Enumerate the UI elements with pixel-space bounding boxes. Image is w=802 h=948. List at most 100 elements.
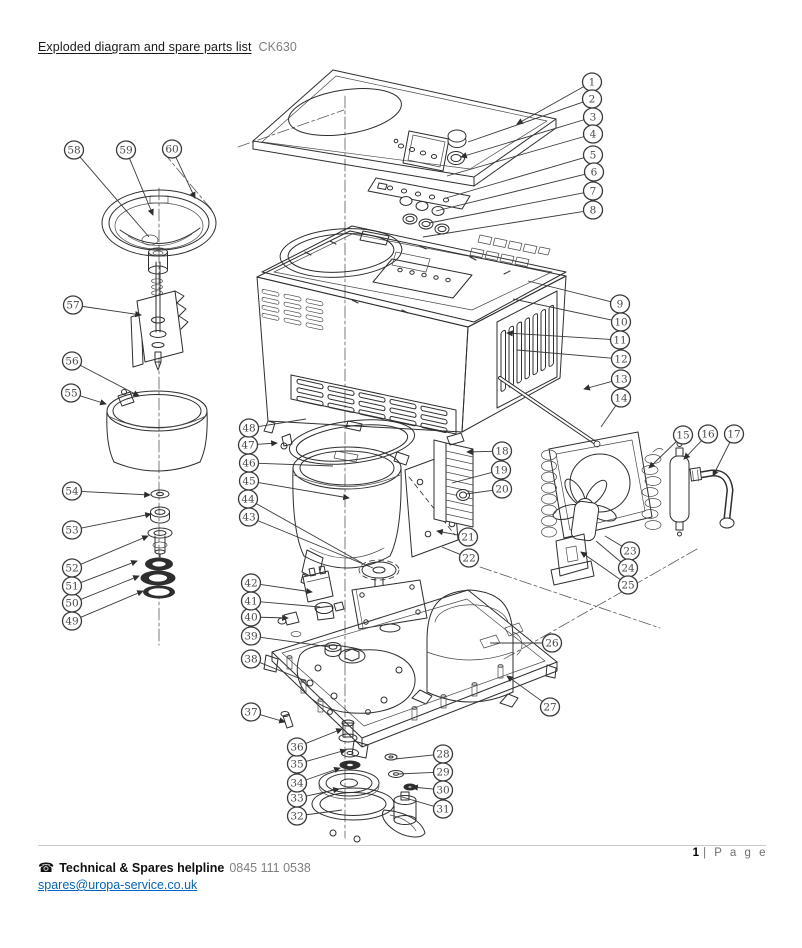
page-number: 1| P a g e — [693, 847, 768, 859]
svg-text:35: 35 — [290, 759, 303, 771]
callout-18: 18 — [466, 441, 513, 461]
page-number-value: 1 — [692, 847, 700, 859]
svg-text:56: 56 — [65, 356, 79, 368]
paddle-drawing — [130, 247, 189, 371]
page-title: Exploded diagram and spare parts list — [38, 40, 252, 54]
callout-47: 47 — [237, 435, 278, 455]
callout-53: 53 — [61, 512, 152, 540]
svg-text:31: 31 — [436, 804, 449, 816]
svg-text:19: 19 — [494, 465, 507, 477]
svg-text:13: 13 — [614, 374, 627, 386]
helpline-number: 0845 111 0538 — [229, 861, 311, 875]
svg-text:59: 59 — [119, 145, 132, 157]
clamp-ring-drawing — [280, 419, 416, 465]
callout-8: 8 — [422, 200, 604, 238]
svg-text:29: 29 — [436, 767, 449, 779]
gearbox-drawing — [351, 579, 428, 633]
callout-24: 24 — [595, 540, 639, 578]
svg-text:1: 1 — [589, 77, 596, 89]
svg-text:12: 12 — [614, 354, 627, 366]
callout-20: 20 — [465, 479, 513, 499]
svg-text:11: 11 — [613, 335, 626, 347]
bottom-parts-drawing — [280, 711, 426, 843]
svg-text:21: 21 — [461, 532, 474, 544]
callout-43: 43 — [238, 507, 374, 569]
svg-text:44: 44 — [241, 494, 255, 506]
page-number-suffix: | P a g e — [703, 847, 768, 859]
callout-32: 32 — [286, 806, 343, 826]
tie-rod-drawing — [498, 376, 601, 448]
svg-text:41: 41 — [244, 596, 257, 608]
callout-49: 49 — [61, 590, 144, 631]
top-frame-drawing — [261, 225, 567, 323]
callout-22: 22 — [441, 546, 480, 568]
svg-text:55: 55 — [64, 388, 77, 400]
small-fittings-drawing — [277, 565, 345, 657]
callout-3: 3 — [460, 107, 604, 159]
buttons-drawing — [399, 196, 450, 235]
svg-text:17: 17 — [727, 429, 740, 441]
callout-37: 37 — [240, 702, 286, 724]
svg-text:46: 46 — [242, 458, 256, 470]
callout-48: 48 — [238, 418, 307, 438]
callout-5: 5 — [445, 145, 604, 199]
callout-39: 39 — [240, 626, 331, 648]
svg-text:33: 33 — [290, 793, 303, 805]
svg-text:30: 30 — [436, 785, 449, 797]
svg-text:51: 51 — [65, 581, 78, 593]
callout-2: 2 — [467, 89, 603, 143]
product-code: CK630 — [258, 40, 297, 54]
callout-57: 57 — [62, 295, 142, 318]
callout-40: 40 — [240, 607, 289, 627]
callout-4: 4 — [446, 124, 604, 177]
svg-text:18: 18 — [495, 446, 508, 458]
callout-7: 7 — [428, 181, 604, 224]
callout-14: 14 — [600, 388, 632, 428]
callout-6: 6 — [435, 162, 605, 212]
callout-44: 44 — [237, 489, 363, 564]
svg-text:22: 22 — [462, 553, 475, 565]
base-tray-drawing — [263, 589, 558, 759]
bucket-drawing — [106, 389, 208, 472]
svg-text:6: 6 — [591, 167, 598, 179]
svg-text:28: 28 — [436, 749, 449, 761]
svg-text:8: 8 — [590, 205, 597, 217]
callout-16: 16 — [683, 424, 719, 460]
callout-27: 27 — [506, 675, 561, 717]
svg-text:16: 16 — [701, 429, 715, 441]
svg-text:32: 32 — [290, 811, 303, 823]
freezing-bowl-drawing — [292, 446, 410, 589]
svg-text:24: 24 — [621, 563, 635, 575]
callout-52: 52 — [61, 535, 149, 578]
callout-31: 31 — [401, 796, 454, 819]
callout-60: 60 — [161, 139, 196, 199]
callout-36: 36 — [286, 728, 343, 757]
svg-text:50: 50 — [65, 598, 78, 610]
svg-text:37: 37 — [244, 707, 257, 719]
svg-text:48: 48 — [242, 423, 255, 435]
callout-55: 55 — [60, 383, 107, 406]
callout-9: 9 — [527, 280, 631, 314]
svg-text:39: 39 — [244, 631, 257, 643]
svg-text:42: 42 — [244, 578, 257, 590]
svg-text:5: 5 — [590, 150, 597, 162]
callout-11: 11 — [506, 330, 631, 350]
callout-12: 12 — [516, 349, 632, 369]
callout-41: 41 — [240, 591, 321, 611]
svg-text:45: 45 — [242, 476, 255, 488]
svg-text:54: 54 — [65, 486, 79, 498]
svg-text:7: 7 — [590, 186, 597, 198]
callout-17: 17 — [712, 424, 745, 477]
control-overlay-drawing — [367, 177, 471, 210]
telephone-icon: ☎ — [38, 861, 55, 876]
svg-text:26: 26 — [545, 638, 559, 650]
callout-28: 28 — [394, 744, 454, 764]
callout-56: 56 — [61, 351, 140, 397]
callout-51: 51 — [61, 560, 138, 596]
top-cover-drawing — [252, 69, 557, 187]
spares-email-link[interactable]: spares@uropa-service.co.uk — [38, 878, 198, 892]
svg-text:4: 4 — [590, 129, 597, 141]
svg-text:20: 20 — [495, 484, 508, 496]
